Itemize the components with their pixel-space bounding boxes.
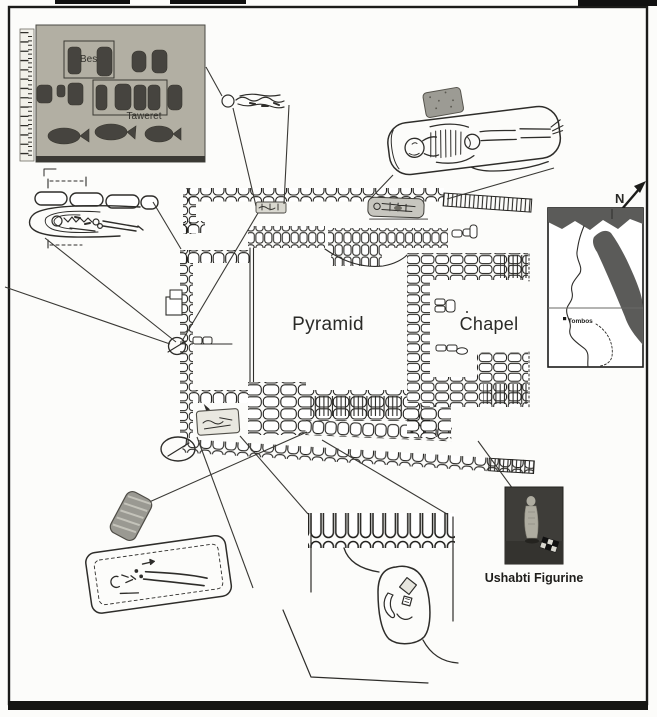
taweret-label: Taweret xyxy=(126,111,161,122)
callout-line xyxy=(371,167,555,200)
tombos-label: Tombos xyxy=(568,318,593,325)
corner-ellipse-marker xyxy=(160,436,196,462)
ushabti-caption: Ushabti Figurine xyxy=(485,571,584,585)
corner-marker-circle xyxy=(167,336,233,356)
vessel-sketch xyxy=(383,576,418,620)
callout-line xyxy=(196,436,254,589)
callout-line xyxy=(205,66,223,97)
callout-line xyxy=(477,440,514,490)
fish-amulets xyxy=(47,123,182,145)
chapel-label: Chapel xyxy=(460,314,519,334)
burial-detail-inset xyxy=(85,490,233,614)
bes-label: Bes xyxy=(80,54,97,65)
callout-line xyxy=(152,201,182,250)
pyramid-walls xyxy=(193,224,478,442)
callout-line xyxy=(181,212,259,342)
mediterranean-sea xyxy=(548,208,643,230)
east-burial-sketch xyxy=(387,87,564,176)
nile-river xyxy=(566,225,589,368)
skeleton xyxy=(404,119,564,164)
skeleton-sketch xyxy=(51,215,144,232)
mudbrick xyxy=(422,87,465,118)
wall-detail-inset xyxy=(282,513,459,684)
pit-outline xyxy=(377,565,431,645)
red-sea xyxy=(593,230,643,345)
brick-row-detail xyxy=(308,513,455,548)
pit-outline xyxy=(387,105,562,176)
taweret-box xyxy=(92,79,168,116)
enclosure-wall-west xyxy=(180,250,193,438)
north-arrow: N xyxy=(615,181,646,210)
scale-checker-icon xyxy=(539,536,560,553)
bes-box xyxy=(63,40,115,79)
mudbrick-row xyxy=(34,191,159,210)
skeleton-sketch xyxy=(110,558,208,595)
grave-outline xyxy=(28,204,141,238)
burial-box-outline xyxy=(85,534,233,614)
ushabti-inset: Ushabti Figurine xyxy=(485,486,584,585)
amulet-photo-inset: Bes Taweret xyxy=(19,24,206,163)
mudbrick-gray xyxy=(109,490,153,542)
chapel-walls xyxy=(430,253,530,408)
callout-line xyxy=(232,104,290,207)
callout-line xyxy=(4,237,177,345)
callout-line xyxy=(321,439,453,518)
callout-line xyxy=(239,435,309,515)
burial-box-marker xyxy=(195,403,241,436)
site-plan: Pyramid Chapel xyxy=(160,188,535,474)
west-burial-sketch xyxy=(28,168,159,249)
infant-skeleton-sketch xyxy=(221,93,285,109)
pyramid-label: Pyramid xyxy=(292,314,364,335)
amulets xyxy=(36,46,183,111)
burial-marker-east xyxy=(367,196,429,220)
page-frame xyxy=(7,0,657,710)
ushabti-figurine xyxy=(524,496,539,544)
locator-map: N Tombos xyxy=(547,181,646,368)
burial-marker-north xyxy=(255,201,287,214)
tombos-marker: Tombos xyxy=(563,317,593,325)
enclosure-wall-south xyxy=(182,439,535,474)
ruler xyxy=(19,28,35,162)
north-label: N xyxy=(615,191,624,206)
